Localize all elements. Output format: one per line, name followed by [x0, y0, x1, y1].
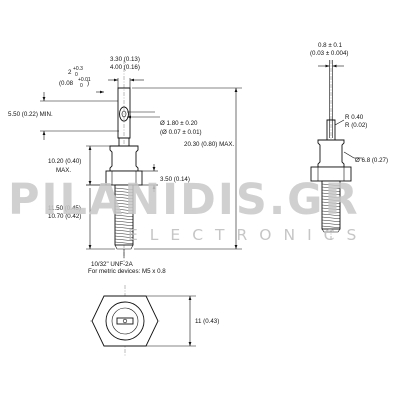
thread-line: [114, 217, 134, 221]
tab-hole-inner: [121, 110, 127, 118]
watermark: PILANIDIS.GR ELECTRONICS: [8, 175, 368, 244]
label-angle-tol-minus: 0: [75, 72, 78, 78]
thread-line: [114, 196, 134, 200]
arrow-thread-bottom: [88, 245, 92, 249]
arrow-tab-right: [130, 78, 134, 82]
leader-body-dia: [343, 151, 355, 159]
thread-line: [114, 214, 134, 218]
label-thread-metric: For metric devices: M5 x 0.8: [88, 268, 166, 275]
label-hole-dia: Ø 1.80 ± 0.20: [160, 120, 198, 127]
stud-threads: [114, 187, 134, 245]
thread-line: [321, 192, 341, 196]
label-body-height-suffix: MAX.: [56, 167, 71, 174]
arrow-wire-right: [332, 64, 337, 68]
arrow-flange-top: [152, 167, 156, 171]
arrow-overall-bottom: [234, 245, 238, 249]
side-view-right: 0.8 ± 0.1 (0.03 ± 0.004) R 0.40 R (0.02)…: [310, 42, 388, 240]
bottom-view-hex: 11 (0.43): [90, 285, 219, 357]
arrow-overall-top: [234, 88, 238, 92]
thread-line: [114, 205, 134, 209]
label-overall-height: 20.30 (0.80) MAX.: [184, 141, 234, 148]
arrow-hex-top: [188, 296, 192, 300]
thread-line: [321, 222, 341, 226]
thread-line: [321, 195, 341, 199]
watermark-brand: PILANIDIS.GR: [8, 175, 360, 225]
thread-line: [114, 202, 134, 206]
label-angle-alt-close: ): [87, 80, 89, 87]
thread-line: [321, 204, 341, 208]
arrow-body-top: [88, 146, 92, 150]
label-angle-alt-tol-minus: 0: [80, 83, 83, 89]
thread-line: [321, 225, 341, 229]
label-flange-thk: 3.50 (0.14): [160, 176, 190, 183]
thread-line: [114, 199, 134, 203]
thread-line: [321, 183, 341, 187]
thread-line: [321, 189, 341, 193]
label-thread-len-max: 11.50 (0.45): [48, 205, 81, 212]
arrow-lead-top: [42, 97, 46, 101]
tab-lead: [117, 87, 131, 139]
label-lead-length: 5.50 (0.22) MIN.: [8, 111, 53, 118]
arrow-flange-bottom: [152, 185, 156, 189]
tab-hole: [119, 106, 129, 122]
thread-line: [321, 213, 341, 217]
label-body-height: 10.20 (0.40): [48, 158, 81, 165]
thread-line: [114, 190, 134, 194]
thread-line: [114, 241, 134, 245]
thread-line: [114, 220, 134, 224]
label-radius-in: R (0.02): [345, 122, 367, 129]
can-body: [109, 145, 139, 172]
thread-line: [114, 208, 134, 212]
thread-line: [321, 219, 341, 223]
stud-threads-right: [321, 183, 341, 229]
stud-chamfer-right: [321, 228, 341, 233]
label-tab-width-max: 4.00 (0.16): [110, 64, 140, 71]
thread-line: [114, 232, 134, 236]
arrow-hex-bottom: [188, 342, 192, 346]
thread-line: [114, 238, 134, 242]
watermark-tagline: ELECTRONICS: [128, 226, 368, 244]
thread-line: [114, 187, 134, 191]
thread-line: [321, 210, 341, 214]
label-angle-tol-plus: +0.3: [73, 66, 83, 72]
thread-line: [321, 207, 341, 211]
label-hex-flat: 11 (0.43): [195, 318, 219, 325]
label-wire-dia-in: (0.03 ± 0.004): [310, 50, 348, 57]
thread-line: [321, 186, 341, 190]
label-body-dia: Ø 6.8 (0.27): [355, 157, 388, 164]
side-view-left: 3.30 (0.13) 4.00 (0.16) 2 +0.3 0 (0.08 +…: [8, 56, 242, 275]
label-angle-main: 2: [68, 69, 72, 76]
can-body-right: [317, 139, 345, 168]
label-angle-alt: (0.08: [59, 80, 74, 87]
label-thread-len-min: 10.70 (0.42): [48, 213, 81, 220]
label-angle-alt-tol-plus: +0.01: [78, 77, 91, 83]
thread-line: [114, 211, 134, 215]
arrow-wire-left: [325, 64, 330, 68]
arrow-tab-left: [114, 78, 118, 82]
thread-line: [321, 198, 341, 202]
label-thread-spec: 10/32" UNF-2A: [91, 261, 134, 268]
arrow-lead-bottom: [42, 131, 46, 135]
arrow-angle: [100, 90, 104, 94]
arrow-hole: [127, 115, 131, 119]
thread-line: [321, 216, 341, 220]
thread-line: [114, 193, 134, 197]
label-radius: R 0.40: [345, 114, 364, 121]
thread-line: [114, 223, 134, 227]
thread-line: [321, 201, 341, 205]
thread-line: [114, 226, 134, 230]
label-wire-dia: 0.8 ± 0.1: [318, 42, 343, 49]
hex-inner-circle: [105, 301, 145, 341]
label-tab-width: 3.30 (0.13): [110, 56, 140, 63]
leader-radius: [334, 119, 345, 126]
tab-hole-top-view: [122, 318, 128, 324]
thread-line: [114, 229, 134, 233]
thread-line: [114, 235, 134, 239]
arrow-body-bottom: [88, 181, 92, 185]
hex-inner-circle-2: [111, 307, 139, 335]
label-hole-dia-in: (Ø 0.07 ± 0.01): [160, 129, 202, 136]
tab-top-view: [116, 317, 134, 325]
